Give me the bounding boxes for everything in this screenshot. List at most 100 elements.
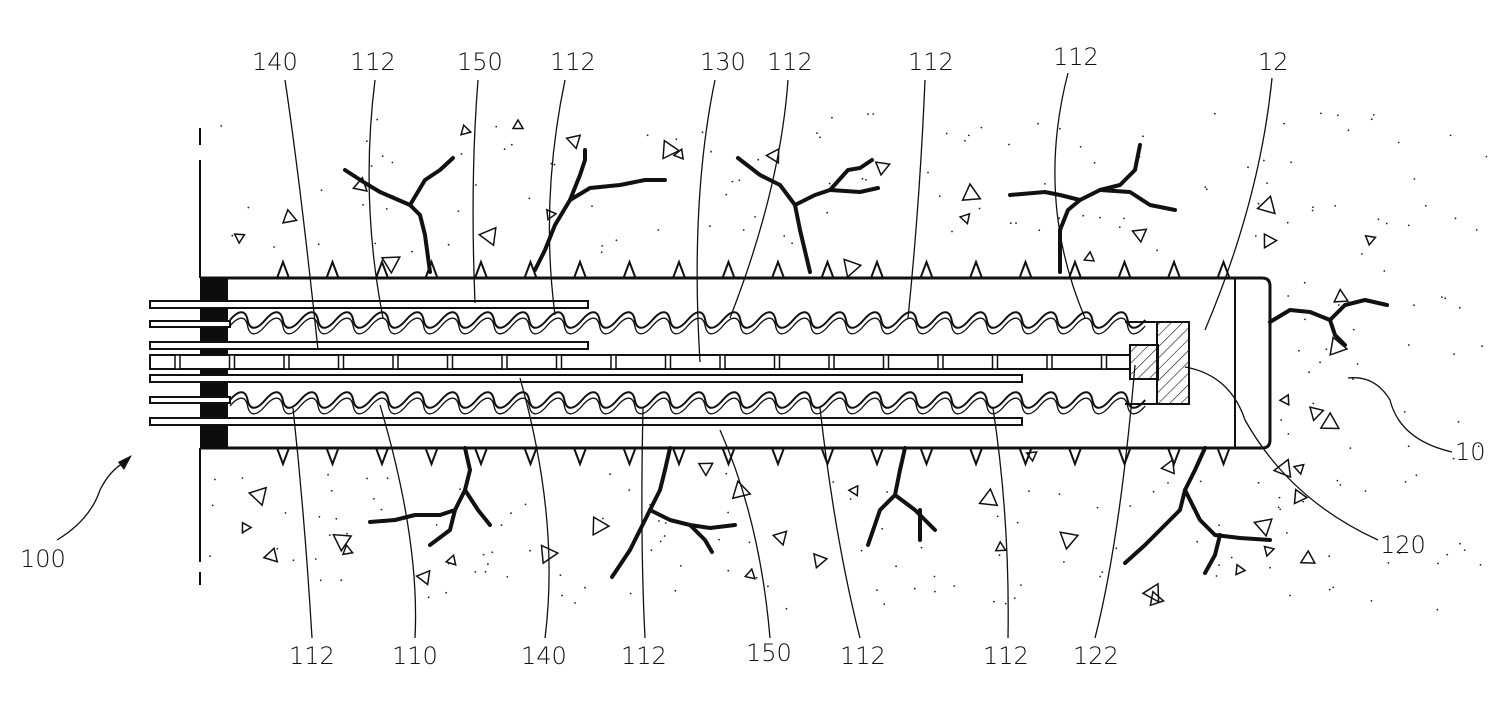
- rod-ring: [882, 354, 890, 370]
- texture-dot: [529, 549, 531, 552]
- aggregate-triangle: [511, 118, 525, 130]
- label-120: 120: [1380, 531, 1426, 559]
- texture-dot: [1403, 411, 1406, 413]
- tooth-bottom: [622, 447, 637, 467]
- tooth-top: [919, 259, 934, 279]
- tooth-top: [622, 259, 637, 279]
- texture-dot: [1328, 555, 1331, 558]
- texture-dot: [1204, 186, 1207, 189]
- borehole-teeth: [276, 259, 1231, 467]
- texture-dot: [1230, 556, 1233, 559]
- aggregate-triangle: [1319, 411, 1341, 430]
- texture-dot: [328, 534, 331, 536]
- center-rod: [149, 354, 1131, 370]
- upper-inner-tube: [149, 341, 589, 350]
- texture-dot: [945, 132, 948, 135]
- texture-dot: [993, 600, 995, 603]
- lower-bellows-inner: [229, 397, 1146, 415]
- label-112-top-5: 112: [1053, 43, 1099, 71]
- texture-dot: [1287, 433, 1290, 435]
- texture-dot: [1266, 182, 1268, 185]
- texture-dot: [1449, 134, 1452, 137]
- texture-dot: [767, 585, 769, 588]
- texture-dot: [1263, 159, 1265, 162]
- aggregate-triangle: [1025, 451, 1038, 463]
- aggregate-triangle: [332, 533, 353, 553]
- texture-dot: [503, 148, 506, 151]
- texture-dot: [340, 579, 343, 582]
- texture-dot: [675, 138, 678, 141]
- texture-dot: [276, 547, 279, 550]
- tooth-bottom: [969, 447, 983, 467]
- texture-dot: [491, 551, 494, 554]
- label-140-bottom: 140: [521, 642, 567, 670]
- texture-dot: [998, 554, 1001, 557]
- reference-labels: 140 112 150 112 130 112 112 112 12 112 1…: [20, 43, 1486, 670]
- texture-dot: [482, 553, 485, 556]
- texture-dot: [320, 189, 323, 192]
- texture-dot: [615, 239, 618, 242]
- texture-dot: [1063, 561, 1065, 563]
- texture-dot: [561, 594, 563, 597]
- texture-dot: [819, 136, 821, 139]
- texture-dot: [366, 477, 368, 480]
- texture-dot: [365, 140, 368, 143]
- texture-dot: [710, 150, 712, 153]
- texture-dot: [757, 158, 760, 161]
- aggregate-triangle: [764, 147, 780, 165]
- aggregate-triangle: [1332, 287, 1350, 303]
- tooth-bottom: [424, 447, 439, 467]
- texture-dot: [1325, 348, 1328, 351]
- texture-dot: [1115, 547, 1118, 550]
- texture-dot: [314, 558, 317, 560]
- texture-dot: [335, 517, 338, 520]
- texture-dot: [1328, 588, 1331, 591]
- texture-dot: [1152, 490, 1155, 493]
- texture-dot: [886, 491, 888, 493]
- texture-dot: [1004, 602, 1007, 605]
- texture-dot: [1458, 306, 1461, 309]
- texture-dot: [1320, 112, 1322, 115]
- texture-dot: [1283, 122, 1286, 125]
- texture-dot: [1452, 457, 1455, 460]
- aggregate-triangle: [1141, 582, 1160, 604]
- texture-dot: [385, 208, 388, 210]
- texture-dot: [1477, 445, 1480, 448]
- tooth-bottom: [1117, 447, 1132, 467]
- texture-dot: [883, 603, 886, 606]
- texture-dot: [867, 113, 869, 115]
- texture-dot: [609, 473, 611, 476]
- texture-dot: [231, 234, 234, 237]
- tooth-top: [820, 259, 835, 279]
- label-112-top-1: 112: [350, 48, 396, 76]
- aggregate-triangle: [540, 544, 560, 565]
- texture-dot: [964, 139, 966, 142]
- texture-dot: [1138, 155, 1141, 158]
- rod-ring: [664, 354, 672, 370]
- texture-dot: [679, 565, 682, 567]
- aggregate-triangle: [460, 123, 473, 136]
- texture-dot: [1015, 222, 1017, 225]
- texture-dot: [1337, 304, 1340, 306]
- aggregate-triangle: [247, 486, 268, 507]
- texture-dot: [646, 134, 649, 137]
- texture-dot: [1059, 127, 1061, 130]
- aggregate-triangle: [1329, 335, 1349, 357]
- tooth-top: [375, 259, 389, 279]
- texture-dot: [1459, 542, 1461, 545]
- texture-dot: [1312, 206, 1314, 209]
- aggregate-triangle: [1082, 250, 1096, 262]
- label-112-top-4: 112: [908, 48, 954, 76]
- texture-dot: [748, 541, 751, 544]
- tooth-top: [573, 259, 587, 279]
- texture-dot: [1016, 521, 1019, 524]
- texture-dot: [220, 125, 223, 127]
- aggregate-triangle: [1278, 393, 1290, 407]
- texture-dot: [1364, 490, 1367, 492]
- texture-dot: [1247, 166, 1249, 169]
- texture-dot: [1214, 112, 1216, 115]
- texture-dot: [1218, 564, 1220, 567]
- tooth-bottom: [325, 447, 340, 467]
- texture-dot: [967, 134, 970, 137]
